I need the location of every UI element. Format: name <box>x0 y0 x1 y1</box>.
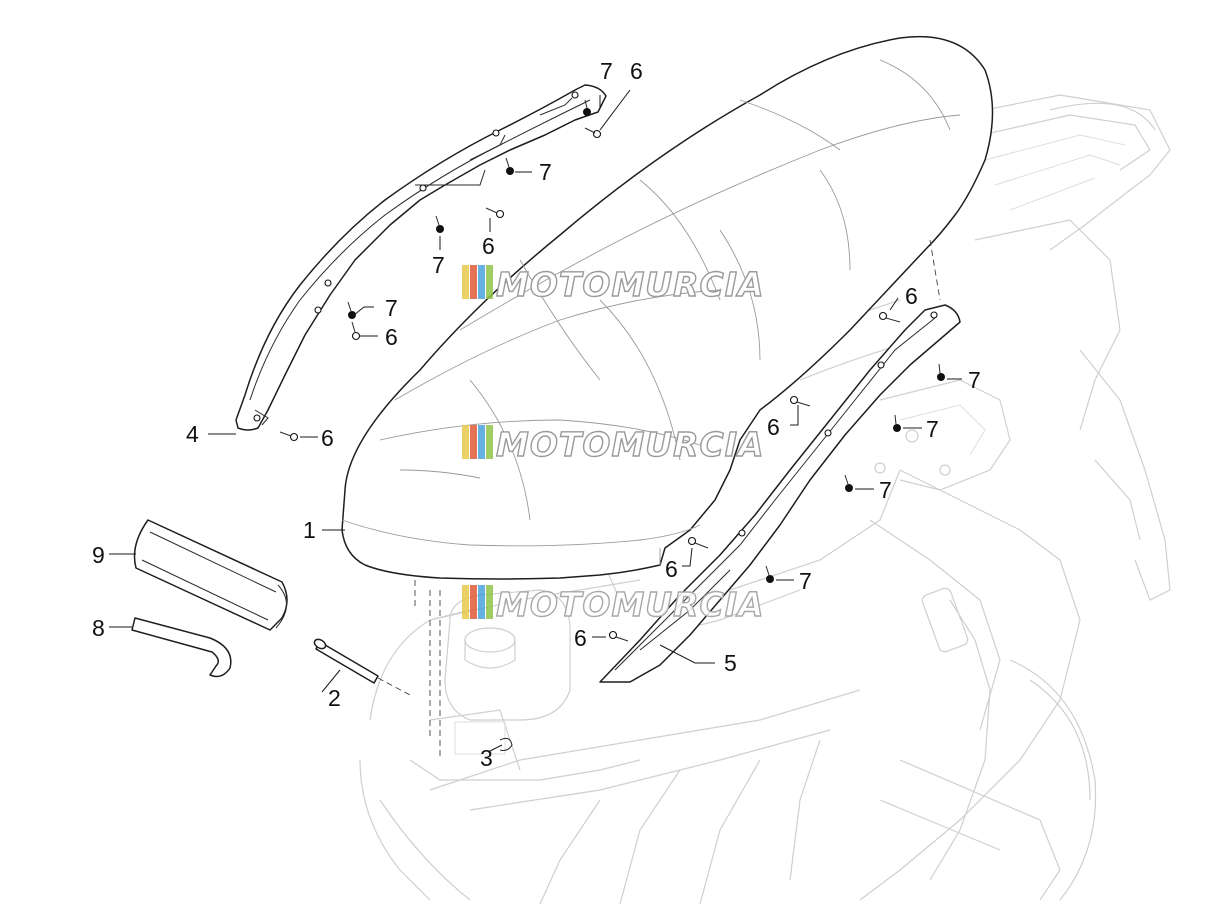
callout-6: 6 <box>385 324 398 350</box>
screws-6 <box>279 127 901 642</box>
callout-3: 3 <box>480 745 493 771</box>
nut-7f <box>893 414 901 432</box>
callout-7: 7 <box>879 477 892 503</box>
callout-8: 8 <box>92 615 105 641</box>
tool-pouch-part-9 <box>133 519 288 631</box>
screw-6c <box>351 321 361 341</box>
nut-7g <box>844 474 853 492</box>
nut-7h <box>765 565 774 583</box>
watermark-logo-middle: MOTOMURCIA <box>462 424 765 465</box>
screw-6a <box>584 127 602 139</box>
callout-5: 5 <box>724 650 737 676</box>
screw-6g <box>687 536 709 549</box>
scooter-body-ghost <box>359 94 1171 904</box>
callout-1: 1 <box>303 517 316 543</box>
callout-7: 7 <box>432 252 445 278</box>
watermark-logo-bottom: MOTOMURCIA <box>462 584 765 625</box>
screw-6f <box>789 395 811 407</box>
left-grab-handle-part-4 <box>235 84 607 431</box>
callout-7: 7 <box>600 58 613 84</box>
callout-6: 6 <box>630 58 643 84</box>
hook-tool-part-8 <box>131 617 232 678</box>
callout-7: 7 <box>799 568 812 594</box>
nuts-7 <box>347 99 945 583</box>
callout-6: 6 <box>665 556 678 582</box>
callout-7: 7 <box>968 367 981 393</box>
watermark-logo-top: MOTOMURCIA <box>462 264 765 305</box>
callout-7: 7 <box>539 159 552 185</box>
right-grab-handle-part-5 <box>599 304 961 683</box>
screw-6e <box>878 311 901 323</box>
nut-7b <box>505 157 514 175</box>
watermark-text: MOTOMURCIA <box>496 585 765 624</box>
watermark-text: MOTOMURCIA <box>496 425 765 464</box>
nut-7c <box>435 215 444 233</box>
screw-6h <box>608 630 629 642</box>
callout-6: 6 <box>767 414 780 440</box>
seat-part-1 <box>341 35 994 760</box>
nut-7e <box>937 363 945 381</box>
callout-labels: 1 2 3 4 5 6 6 6 6 6 6 6 6 7 7 7 7 7 7 7 … <box>92 58 981 771</box>
callout-2: 2 <box>328 685 341 711</box>
callout-6: 6 <box>905 283 918 309</box>
nut-7a <box>583 99 591 116</box>
callout-7: 7 <box>385 295 398 321</box>
callout-6: 6 <box>574 625 587 651</box>
callout-6: 6 <box>482 233 495 259</box>
callout-7: 7 <box>926 416 939 442</box>
callout-4: 4 <box>186 421 199 447</box>
callout-6: 6 <box>321 425 334 451</box>
leader-lines <box>109 89 962 753</box>
nut-7d <box>347 301 356 319</box>
hinge-pin-part-2 <box>313 638 411 696</box>
retaining-clip-part-3 <box>499 737 513 751</box>
screw-6d <box>279 431 299 442</box>
screw-6b <box>485 207 505 219</box>
watermark-text: MOTOMURCIA <box>496 265 765 304</box>
callout-9: 9 <box>92 542 105 568</box>
